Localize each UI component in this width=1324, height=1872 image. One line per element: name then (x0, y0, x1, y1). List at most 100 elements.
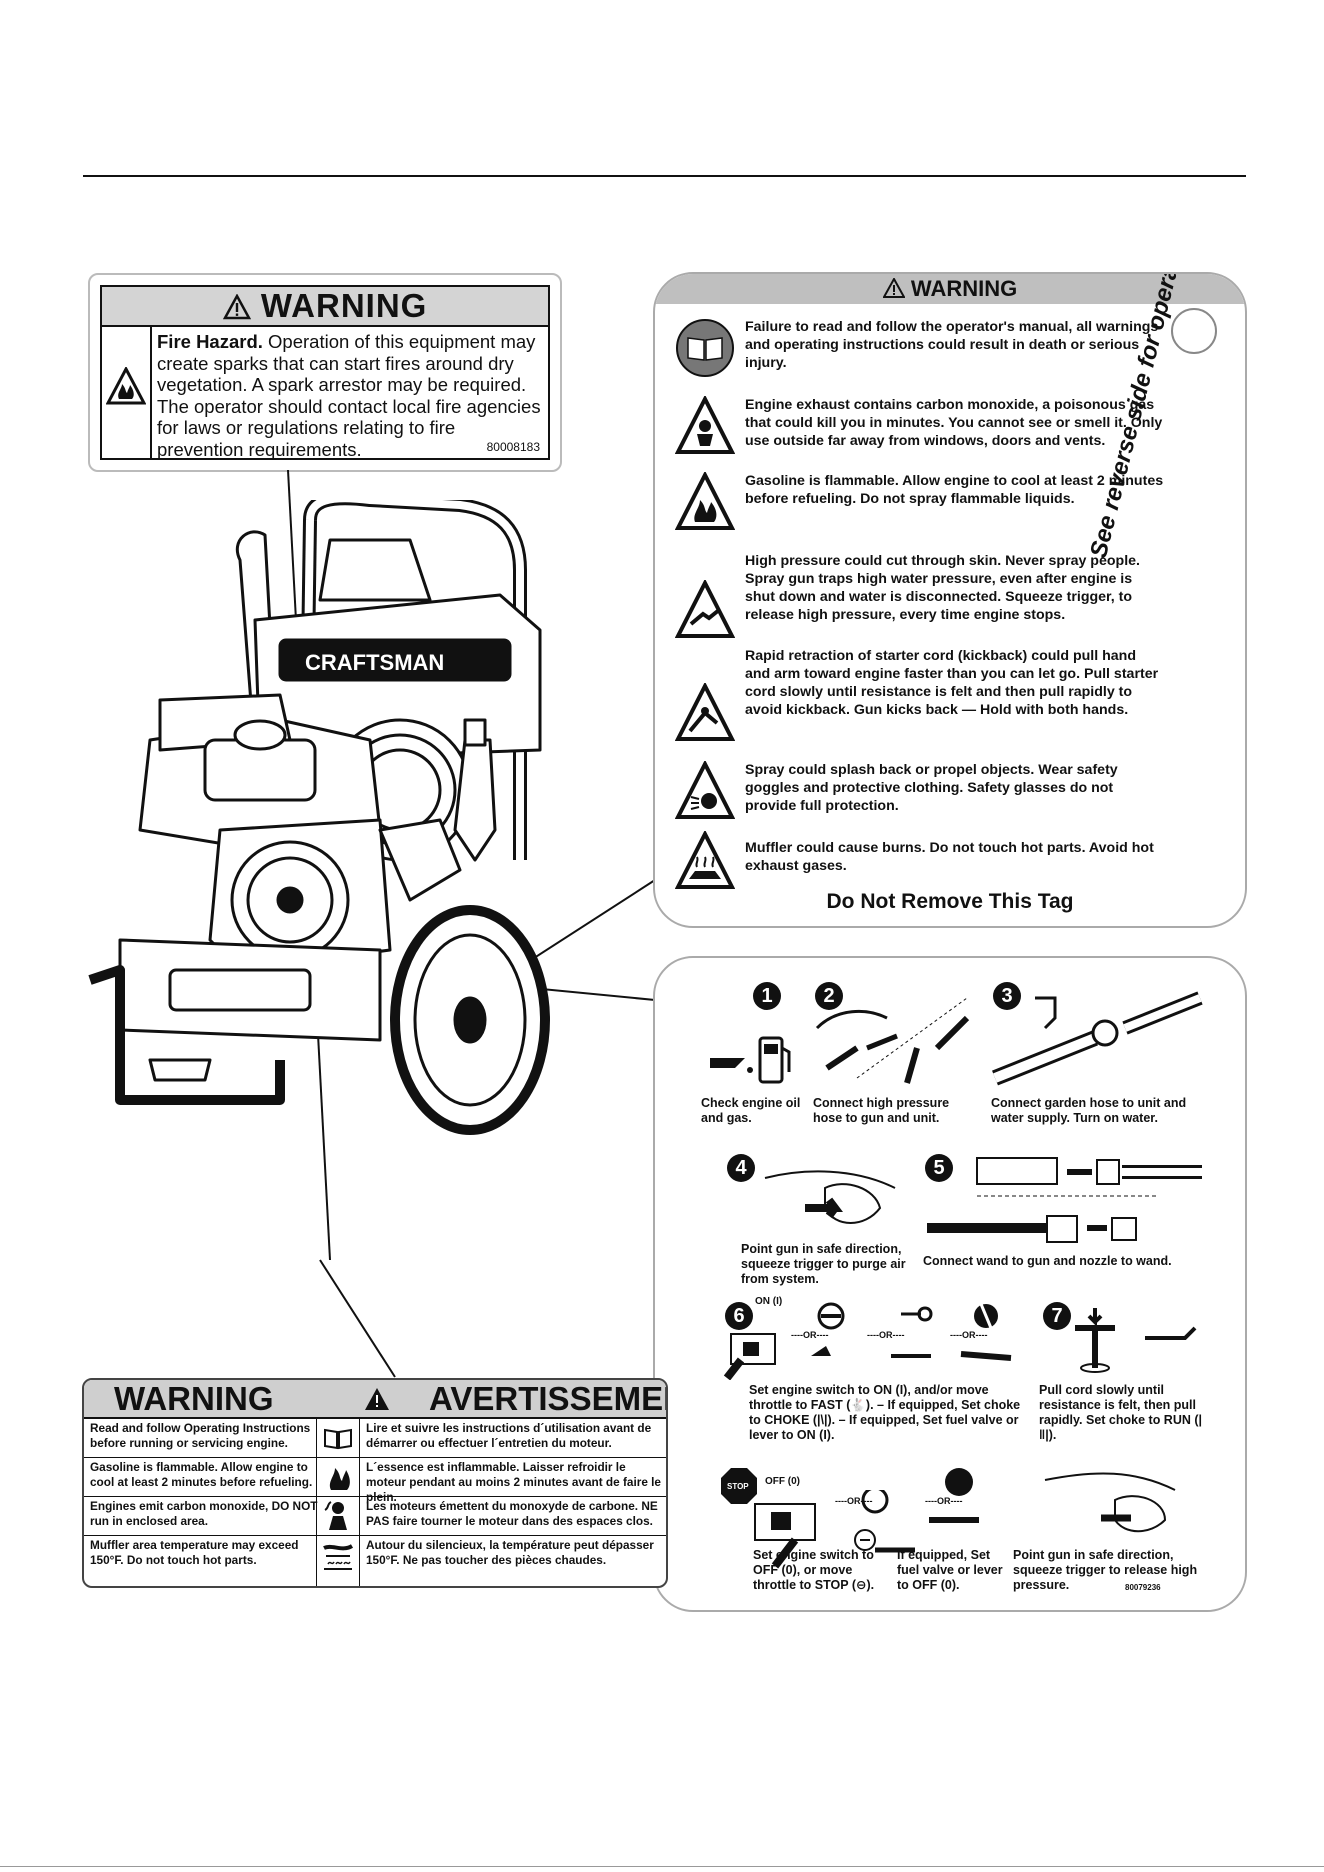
stop-icon (721, 1468, 757, 1504)
fire-label-code: 80008183 (486, 440, 540, 454)
step-5-number: 5 (925, 1154, 953, 1182)
bi-row-1-fr: Lire et suivre les instructions d´utilis… (366, 1421, 652, 1450)
step-5: 5 Connect wand to gun and nozzle to wand… (913, 1138, 1211, 1290)
oil-gas-icon (710, 1036, 791, 1084)
step-3-number: 3 (993, 982, 1021, 1010)
pressure-washer-illustration: CRAFTSMAN (88, 500, 550, 1135)
bilingual-warning-label: WARNING AVERTISSEMENT Read and follow Op… (82, 1378, 668, 1588)
trigger-icon (764, 1170, 896, 1224)
stop-step: STOP OFF (0) ----OR---- ----OR---- Set e… (695, 1454, 1211, 1610)
fire-label-text: Fire Hazard. Operation of this equipment… (157, 331, 544, 460)
step-1: 1 Check engine oil and gas. (695, 968, 805, 1140)
warning-text-hot-surface: Muffler could cause burns. Do not touch … (745, 840, 1154, 874)
or-separator-2: ----OR---- (867, 1330, 905, 1340)
step-1-number: 1 (753, 982, 781, 1010)
fire-icon-cell (102, 327, 152, 458)
fire-label-heading: Fire Hazard. (157, 331, 263, 352)
hot-surface-icon (323, 1544, 354, 1570)
warning-text-kickback: Rapid retraction of starter cord (kickba… (745, 648, 1159, 718)
bi-row-2-en: Gasoline is flammable. Allow engine to c… (90, 1460, 313, 1489)
bi-title-en: WARNING (114, 1380, 274, 1417)
fire-icon (675, 472, 735, 530)
bi-row-3: Engines emit carbon monoxide, DO NOT run… (84, 1497, 666, 1536)
header-rule (83, 175, 1246, 177)
bi-row-3-fr: Les moteurs émettent du monoxyde de carb… (366, 1499, 658, 1528)
warning-text-manual: Failure to read and follow the operator'… (745, 319, 1159, 371)
step-3-caption: Connect garden hose to unit and water su… (991, 1096, 1187, 1125)
off-label: OFF (0) (765, 1476, 800, 1487)
hose-connect-icon (815, 997, 970, 1084)
tag-hole (1171, 308, 1217, 354)
step-1-caption: Check engine oil and gas. (701, 1096, 801, 1125)
hot-surface-icon (675, 831, 735, 889)
tag2-code: 80079236 (1125, 1583, 1161, 1592)
or-separator-1: ----OR---- (791, 1330, 829, 1340)
off-switch-icon (754, 1490, 915, 1569)
step-2: 2 Connect high pressure hose to gun and … (803, 968, 983, 1140)
bi-row-4: Muffler area temperature may exceed 150°… (84, 1536, 666, 1586)
step-7: 7 Pull cord slowly until resistance is f… (1031, 1288, 1211, 1456)
stop-sign-label: STOP (727, 1482, 749, 1491)
step-7-caption: Pull cord slowly until resistance is fel… (1039, 1383, 1203, 1442)
fire-label-body: Operation of this equipment may create s… (157, 331, 541, 460)
bi-row-1-en: Read and follow Operating Instructions b… (90, 1421, 311, 1450)
release-pressure-icon (1044, 1472, 1176, 1533)
bi-row-2-fr: L´essence est inflammable. Laisser refro… (366, 1460, 661, 1504)
step-6-number: 6 (725, 1302, 753, 1330)
garden-hose-icon (992, 991, 1203, 1086)
footer-rule (0, 1866, 1324, 1867)
stop-caption-fuel: If equipped, Set fuel valve or lever to … (897, 1548, 1003, 1592)
fire-icon (106, 367, 146, 405)
bi-row-2-icon-cell (316, 1458, 360, 1496)
warning-text-pressure: High pressure could cut through skin. Ne… (745, 553, 1140, 623)
warning-text-fire: Gasoline is flammable. Allow engine to c… (745, 473, 1164, 507)
bi-row-3-icon-cell (316, 1497, 360, 1535)
or-separator-5: ----OR---- (925, 1496, 963, 1506)
fire-icon (329, 1468, 350, 1490)
exhaust-icon (675, 396, 735, 454)
bi-row-3-en: Engines emit carbon monoxide, DO NOT run… (90, 1499, 318, 1528)
pull-cord-icon (1075, 1308, 1197, 1373)
bi-title-fr: AVERTISSEMENT (429, 1380, 666, 1417)
step-4-number: 4 (727, 1154, 755, 1182)
alert-icon (222, 293, 251, 320)
instruction-tag-back: 1 Check engine oil and gas. 2 Connect hi… (653, 956, 1247, 1612)
goggles-icon (675, 761, 735, 819)
step-7-number: 7 (1043, 1302, 1071, 1330)
manual-icon (676, 319, 734, 377)
bi-row-2: Gasoline is flammable. Allow engine to c… (84, 1458, 666, 1504)
wand-nozzle-icon (927, 1157, 1202, 1243)
tag1-header: WARNING (655, 274, 1245, 304)
stop-caption-switch: Set engine switch to OFF (0), or move th… (753, 1548, 875, 1592)
step-2-number: 2 (815, 982, 843, 1010)
bi-label-header: WARNING AVERTISSEMENT (84, 1380, 666, 1419)
fire-hazard-label: WARNING Fire Hazard. Operation of this e… (88, 273, 562, 472)
kickback-icon (675, 683, 735, 741)
exhaust-icon (324, 1501, 347, 1530)
fire-label-header: WARNING (102, 287, 548, 327)
bi-row-4-icon-cell (316, 1536, 360, 1586)
manual-icon (324, 1428, 352, 1450)
bi-row-4-fr: Autour du silencieux, la température peu… (366, 1538, 654, 1567)
pressure-icon (675, 580, 735, 638)
choke-fuel-icon (811, 1302, 1012, 1361)
warning-text-exhaust: Engine exhaust contains carbon monoxide,… (745, 397, 1163, 449)
brand-logo: CRAFTSMAN (305, 650, 444, 675)
step-6: 6 ON (I) ----OR---- ----OR---- ----OR---… (695, 1288, 1033, 1456)
step-3: 3 Connect garden hose to unit and water … (981, 968, 1211, 1140)
tag1-footer: Do Not Remove This Tag (826, 890, 1074, 913)
alert-icon (365, 1388, 389, 1410)
warning-tag-front: WARNING Failure to read and follow the o… (653, 272, 1247, 928)
bi-row-1-icon-cell (316, 1419, 360, 1457)
step-2-caption: Connect high pressure hose to gun and un… (813, 1096, 950, 1125)
step-4: 4 Point gun in safe direction, squeeze t… (695, 1138, 915, 1290)
step-5-caption: Connect wand to gun and nozzle to wand. (923, 1254, 1172, 1268)
tag1-title: WARNING (910, 276, 1018, 301)
step-6-caption: Set engine switch to ON (I), and/or move… (749, 1383, 1021, 1442)
stop-caption-release: Point gun in safe direction, squeeze tri… (1013, 1548, 1198, 1592)
bi-row-4-en: Muffler area temperature may exceed 150°… (90, 1538, 299, 1567)
warning-text-goggles: Spray could splash back or propel object… (745, 762, 1118, 814)
alert-icon (882, 276, 906, 298)
step-6-on-label: ON (I) (755, 1296, 783, 1307)
bi-row-1: Read and follow Operating Instructions b… (84, 1419, 666, 1458)
